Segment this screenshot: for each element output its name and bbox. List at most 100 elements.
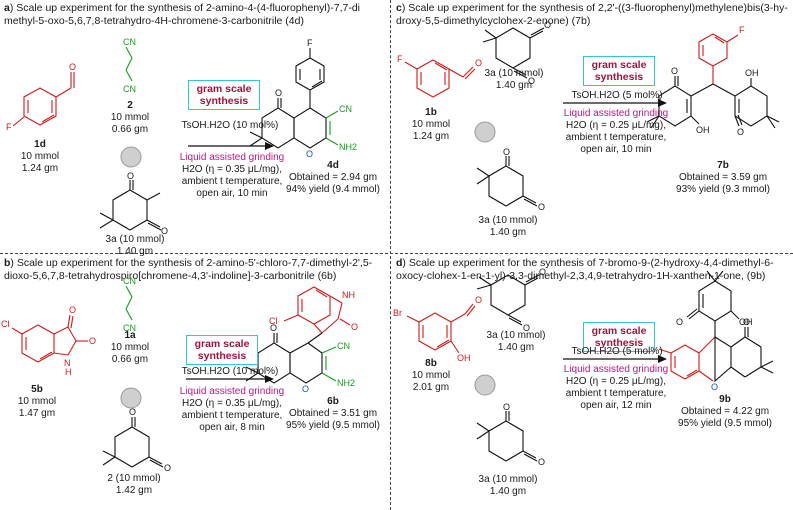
svg-text:O: O	[275, 88, 282, 98]
svg-text:O: O	[528, 76, 535, 86]
svg-text:O: O	[503, 402, 510, 412]
plus-circle	[474, 374, 496, 396]
panel-c-title: c) Scale up experiment for the synthesis…	[396, 2, 788, 27]
molecule-1b	[404, 59, 476, 98]
panel-b-result: 6b Obtained = 3.51 gm 95% yield (9.5 mmo…	[286, 396, 380, 431]
molecule-1a	[125, 285, 133, 321]
svg-text:Br: Br	[393, 308, 402, 318]
svg-text:CN: CN	[339, 104, 352, 114]
vertical-divider	[390, 0, 391, 510]
svg-text:O: O	[711, 382, 718, 392]
panel-d-structures: O OH Br O O O O	[393, 267, 774, 467]
svg-text:O: O	[270, 323, 277, 333]
svg-text:OH: OH	[457, 353, 471, 363]
panel-d-r3-label: 3a (10 mmol)1.40 gm	[478, 474, 538, 497]
svg-text:Cl: Cl	[1, 319, 10, 329]
svg-text:NH2: NH2	[339, 142, 357, 152]
panel-d-conditions: Liquid assisted grinding H2O (η = 0.25 μ…	[563, 364, 669, 411]
svg-text:O: O	[302, 384, 309, 394]
horizontal-divider	[0, 253, 793, 254]
svg-text:O: O	[306, 149, 313, 159]
molecule-3a-top	[482, 27, 545, 79]
molecule-4d	[249, 48, 339, 149]
atom-f: F	[6, 122, 12, 132]
svg-text:F: F	[397, 54, 403, 64]
panel-b-title: b) Scale up experiment for the synthesis…	[4, 257, 373, 282]
panel-b-r3-label: 2 (10 mmol)1.42 gm	[107, 473, 161, 496]
panel-a-title: a) Scale up experiment for the synthesis…	[4, 2, 361, 27]
panel-c-catalyst: TsOH.H2O (5 mol%)	[571, 90, 663, 101]
molecule-2-dimedone	[102, 417, 164, 468]
plus-circle	[474, 121, 496, 143]
svg-text:O: O	[523, 323, 530, 333]
svg-text:N: N	[64, 358, 71, 368]
panel-b-catalyst: TsOH.H2O (10 mol%)	[181, 366, 279, 377]
svg-text:O: O	[676, 317, 683, 327]
panel-c-conditions: Liquid assisted grinding H2O (η = 0.25 μ…	[563, 108, 669, 155]
molecule-3a-top	[476, 274, 540, 326]
molecule-3a-bottom	[476, 156, 538, 207]
panel-c-result: 7b Obtained = 3.59 gm 93% yield (9.3 mmo…	[676, 160, 770, 195]
molecule-9b	[658, 270, 774, 383]
svg-text:O: O	[539, 267, 546, 277]
panel-d-result: 9b Obtained = 4.22 gm 95% yield (9.5 mmo…	[678, 394, 772, 429]
svg-text:NH: NH	[342, 290, 355, 300]
panel-b-gram-scale-box: gram scale synthesis	[186, 335, 258, 365]
svg-text:O: O	[671, 66, 678, 76]
svg-text:O: O	[69, 305, 76, 315]
svg-text:O: O	[475, 295, 482, 305]
panel-c-r3-label: 3a (10 mmol)1.40 gm	[478, 215, 538, 238]
panel-c-r2-label: 3a (10 mmol)1.40 gm	[484, 68, 544, 91]
svg-text:O: O	[503, 147, 510, 157]
svg-text:OH: OH	[696, 125, 710, 135]
molecule-6b	[245, 286, 351, 384]
panel-b-structures: O O N H Cl CN CN O O	[1, 276, 358, 473]
svg-text:CN: CN	[123, 323, 136, 333]
atom-o: O	[69, 62, 76, 72]
panel-c-structures: O F O O O O	[397, 20, 780, 212]
svg-text:O: O	[89, 336, 96, 346]
svg-text:O: O	[538, 202, 545, 212]
plus-circle	[120, 146, 142, 168]
panel-a-structures: O F CN CN O O	[6, 37, 357, 236]
panel-a-gram-scale-box: gram scale synthesis	[188, 80, 260, 110]
svg-text:O: O	[127, 171, 134, 181]
molecule-1d	[23, 72, 75, 126]
svg-text:CN: CN	[123, 84, 136, 94]
svg-text:O: O	[538, 457, 545, 467]
panel-b-conditions: Liquid assisted grinding H2O (η = 0.35 μ…	[179, 386, 285, 433]
panel-d-catalyst: TsOH.H2O (5 mol%)	[571, 346, 663, 357]
molecule-2	[125, 46, 133, 82]
svg-text:NH2: NH2	[337, 378, 355, 388]
svg-text:F: F	[307, 38, 313, 48]
panel-d-gram-scale-box: gram scale synthesis	[583, 322, 655, 352]
molecule-3a	[99, 180, 162, 231]
svg-text:O: O	[475, 58, 482, 68]
svg-text:H: H	[65, 367, 72, 377]
svg-text:O: O	[161, 226, 168, 236]
molecule-7b	[646, 33, 780, 129]
svg-text:Cl: Cl	[269, 316, 278, 326]
svg-text:O: O	[737, 127, 744, 137]
panel-a-r3-label: 3a (10 mmol)1.40 gm	[105, 234, 165, 257]
svg-text:CN: CN	[337, 341, 350, 351]
panel-a-conditions: Liquid assisted grinding H2O (η = 0.35 μ…	[179, 152, 285, 199]
plus-circle	[120, 387, 142, 409]
svg-text:O: O	[129, 407, 136, 417]
molecule-8b	[406, 303, 476, 354]
svg-text:O: O	[164, 463, 171, 473]
panel-a-result: 4d Obtained = 2.94 gm 94% yield (9.4 mmo…	[286, 160, 380, 195]
panel-d-r2-label: 3a (10 mmol)1.40 gm	[486, 330, 546, 353]
svg-text:O: O	[544, 20, 551, 30]
svg-text:OH: OH	[739, 317, 753, 327]
molecule-3a-bottom	[476, 411, 538, 462]
panel-c-gram-scale-box: gram scale synthesis	[583, 56, 655, 86]
svg-text:O: O	[351, 322, 358, 332]
